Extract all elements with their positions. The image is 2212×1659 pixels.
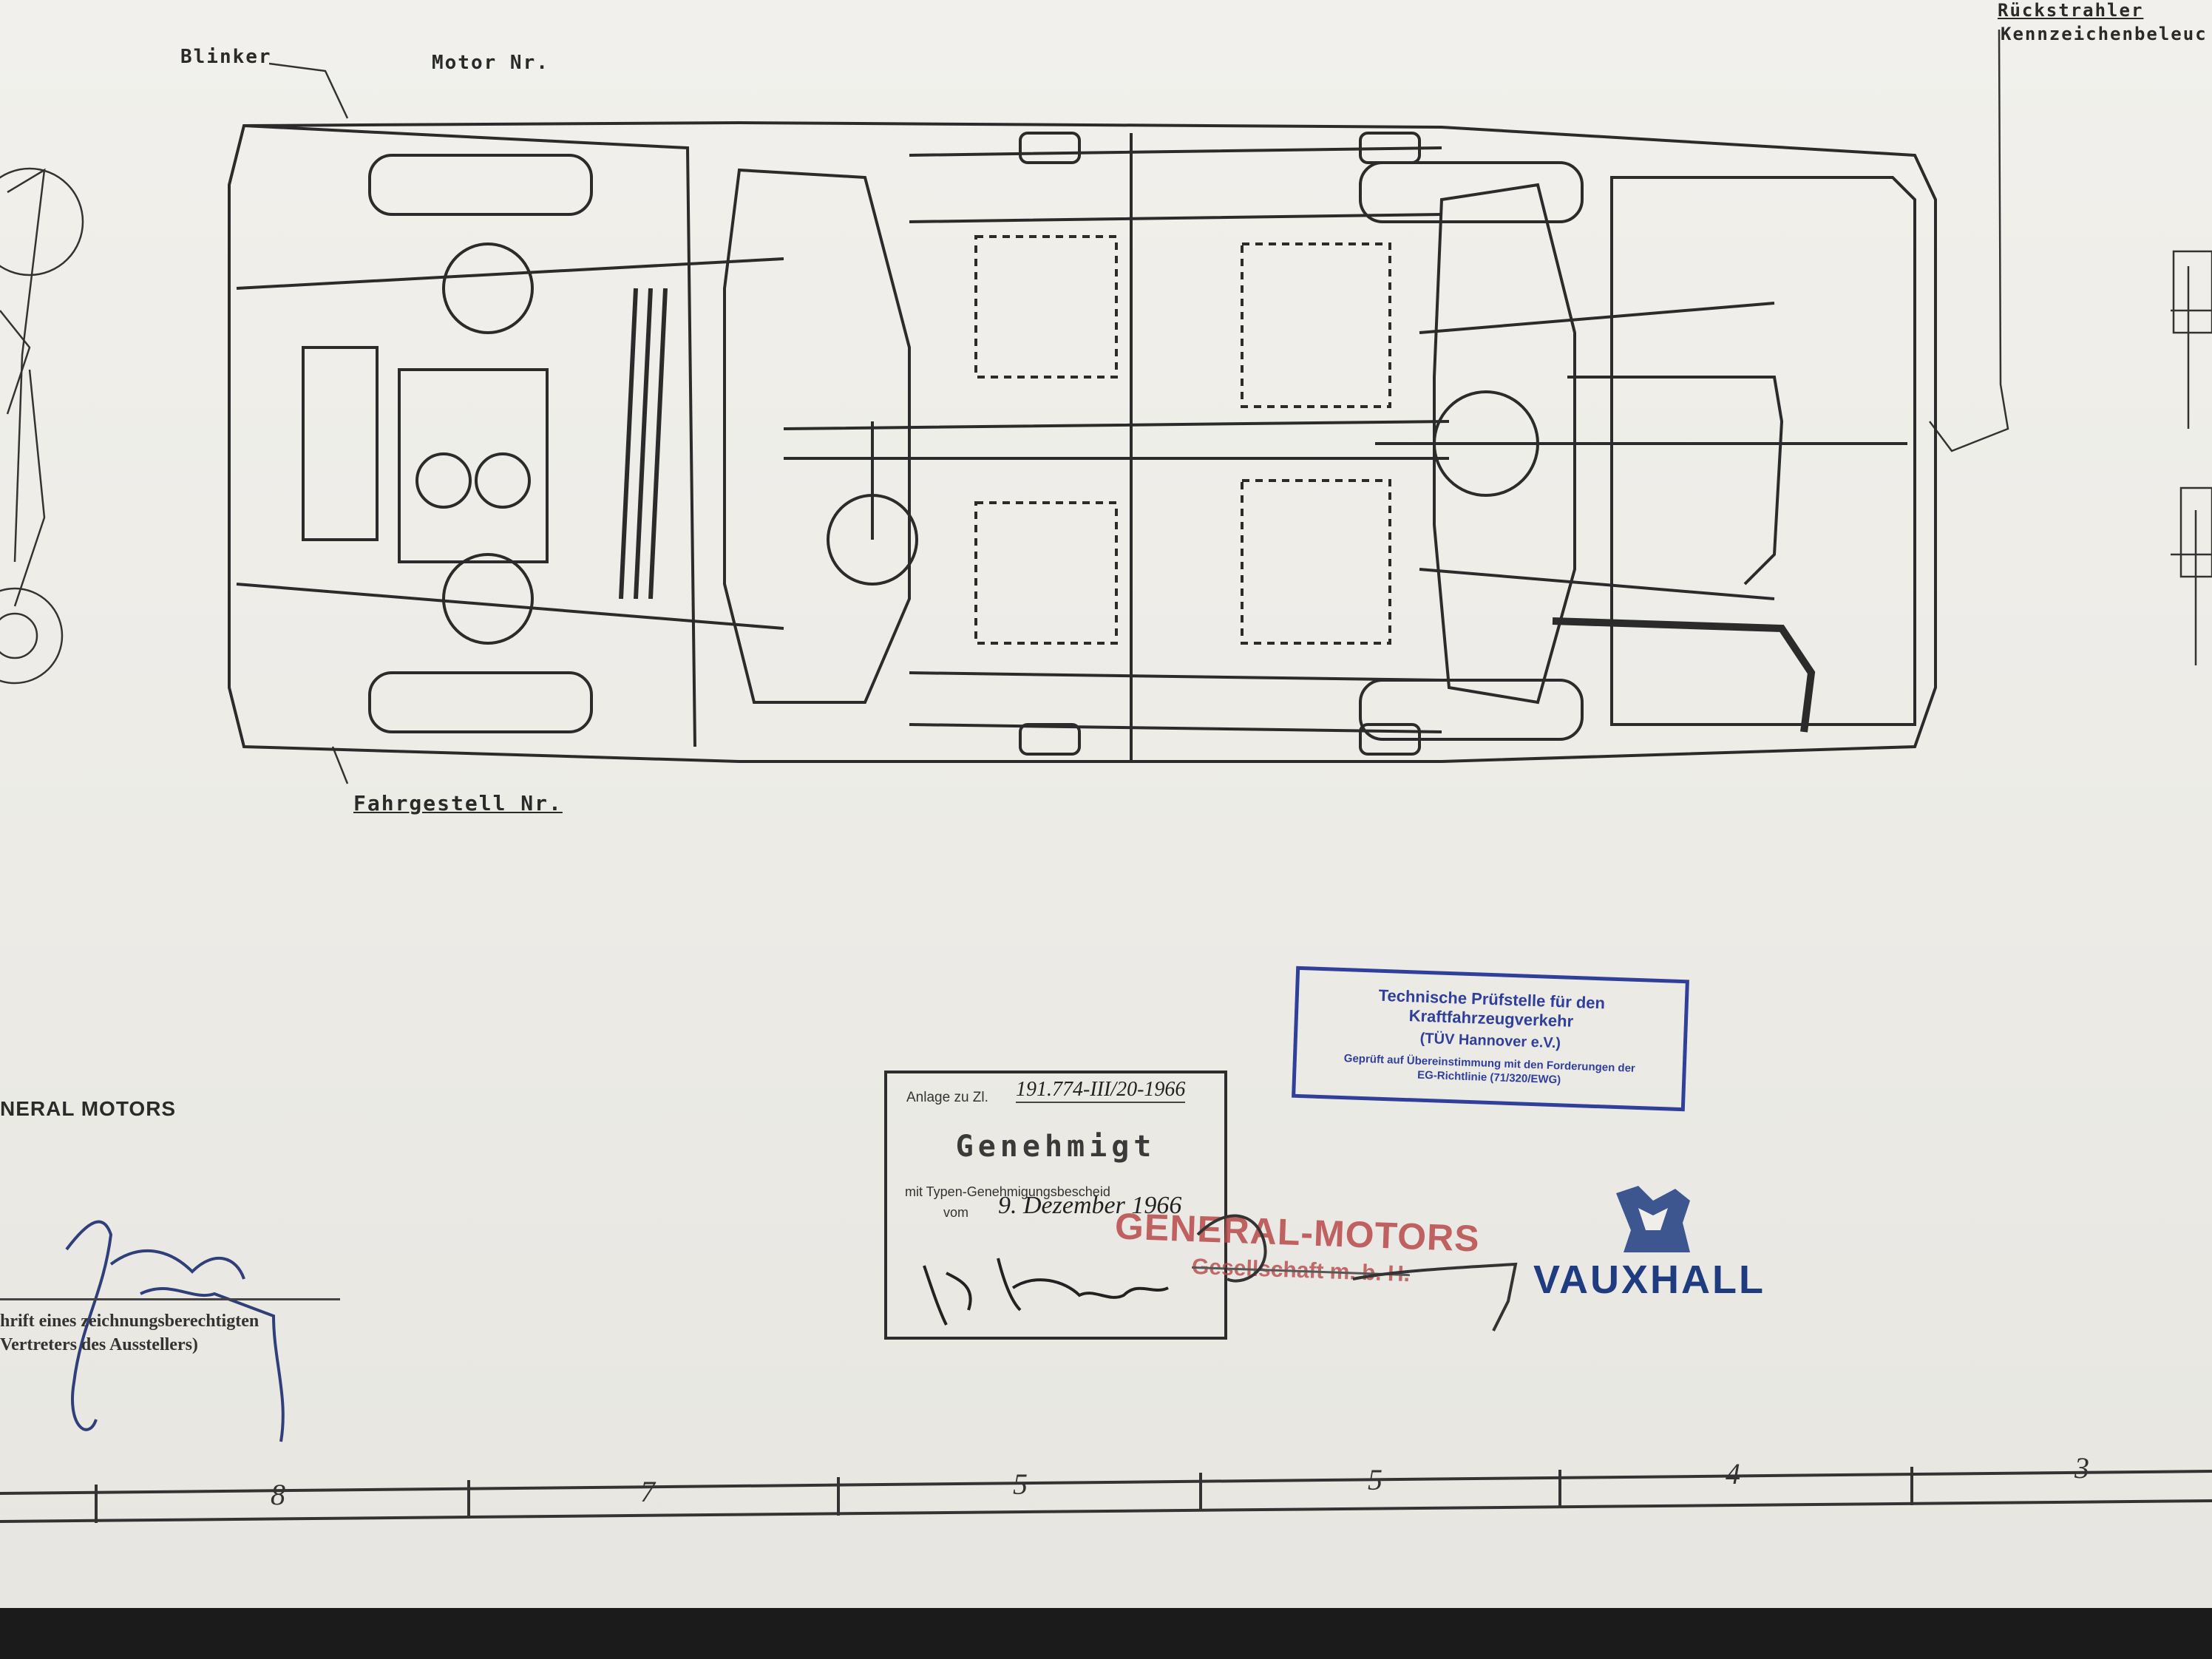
scale-number: 8	[271, 1478, 285, 1511]
chassis-diagram	[228, 121, 1937, 763]
company-label-left: NERAL MOTORS	[0, 1097, 177, 1120]
date-label: vom	[943, 1205, 969, 1220]
scale-number: 5	[1013, 1468, 1028, 1501]
anlage-label: Anlage zu Zl.	[906, 1090, 988, 1105]
blinker-label: Blinker	[180, 46, 272, 68]
type-approval-line: mit Typen-Genehmigungsbescheid	[905, 1184, 1110, 1199]
anlage-value: 191.774-III/20-1966	[1016, 1078, 1186, 1103]
vauxhall-logo: VAUXHALL	[1533, 1258, 1765, 1302]
date-value: 9. Dezember 1966	[998, 1192, 1182, 1219]
approval-stamp: Anlage zu Zl. 191.774-III/20-1966 Genehm…	[884, 1071, 1227, 1340]
drawing-sheet: Blinker Motor Nr. Fahrgestell Nr. Rückst…	[0, 0, 2212, 1608]
chassis-number-label: Fahrgestell Nr.	[353, 791, 563, 815]
signature-gm	[1196, 1214, 1518, 1331]
scale-number: 4	[1726, 1457, 1740, 1490]
scale-bar	[0, 1467, 2212, 1523]
signature-caption-1: hrift eines zeichnungsberechtigten	[0, 1312, 259, 1331]
motor-number-label: Motor Nr.	[432, 52, 549, 74]
tuv-line-1: Technische Prüfstelle für den Kraftfahrz…	[1378, 985, 1606, 1031]
signature-left	[65, 1220, 285, 1442]
plate-light-label: Kennzeichenbeleuc	[2001, 24, 2208, 44]
scale-number: 3	[2074, 1451, 2089, 1485]
leader-lines	[0, 29, 2212, 784]
signature-caption-2: Vertreters des Ausstellers)	[0, 1335, 198, 1354]
approved-title: Genehmigt	[955, 1130, 1156, 1164]
reflector-label: Rückstrahler	[1998, 0, 2144, 21]
scale-number: 5	[1368, 1463, 1382, 1496]
scale-number: 7	[640, 1475, 655, 1508]
tuv-stamp: Technische Prüfstelle für den Kraftfahrz…	[1292, 966, 1689, 1112]
signature-stamp	[923, 1258, 1169, 1326]
vauxhall-griffin-icon	[1616, 1186, 1690, 1252]
signature-line	[0, 1298, 340, 1300]
